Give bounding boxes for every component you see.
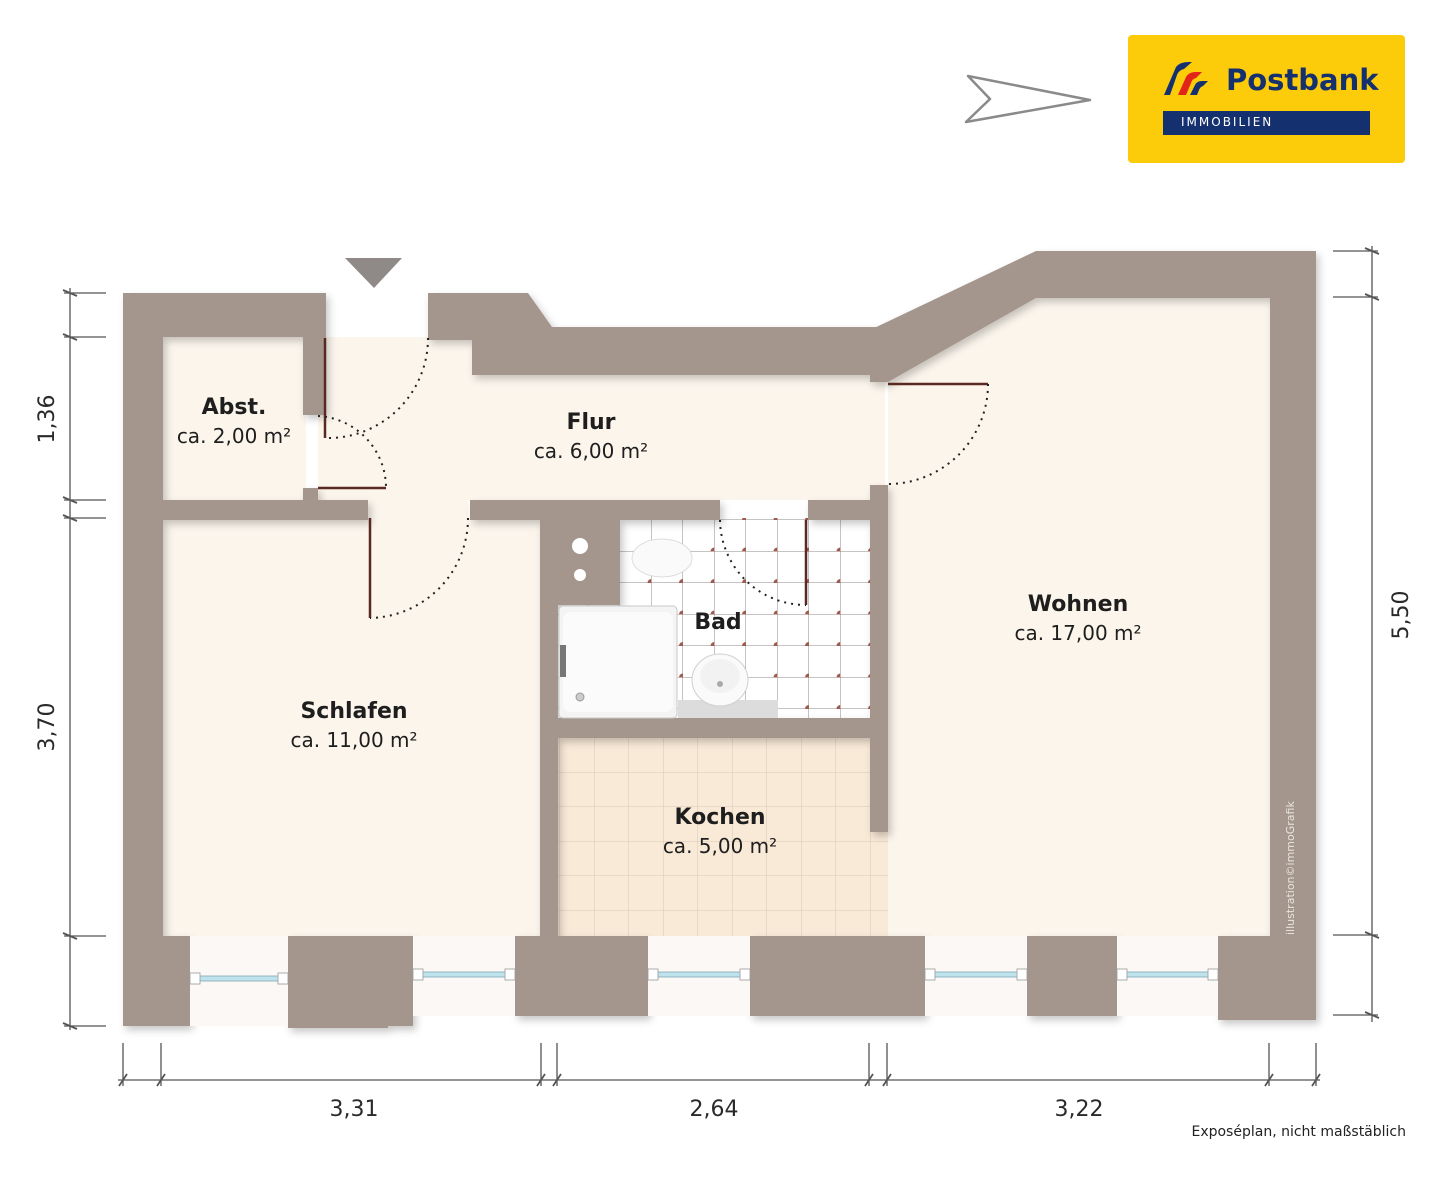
room-name-schlafen: Schlafen [300,699,407,724]
room-area-wohnen: ca. 17,00 m² [1014,621,1141,645]
window-schlafen-2 [412,936,516,1016]
floor-kochen [558,738,888,936]
entrance-triangle-icon [345,258,402,288]
dim-left-1: 1,36 [35,395,60,444]
door-abstellraum [317,415,388,490]
window-kochen [647,936,751,1016]
room-area-abst: ca. 2,00 m² [177,424,291,448]
north-arrow-icon [964,74,1092,124]
window-wohnen-1 [924,936,1028,1016]
room-name-kochen: Kochen [674,805,765,830]
postbank-logo: Postbank IMMOBILIEN [1128,35,1405,163]
vent-icon [574,569,586,581]
room-area-schlafen: ca. 11,00 m² [290,728,417,752]
dim-bottom-1: 3,31 [330,1097,379,1122]
dim-bottom-2: 2,64 [690,1097,739,1122]
room-name-wohnen: Wohnen [1028,592,1129,617]
dimension-lines [62,246,1380,1087]
bath-fixtures [558,538,778,719]
window-schlafen-1 [189,936,289,1026]
room-area-flur: ca. 6,00 m² [534,439,648,463]
room-labels: Abst. ca. 2,00 m² Flur ca. 6,00 m² Bad W… [177,395,1142,858]
doors [317,337,989,619]
window-wohnen-2 [1116,936,1219,1016]
dim-left-2: 3,70 [35,703,60,752]
counter-icon [678,700,778,718]
illustration-credit: illustration©immoGrafik [1284,801,1297,935]
postbank-stripes-icon [1164,62,1208,95]
room-name-abst: Abst. [202,395,267,420]
logo-brand-text: Postbank [1226,63,1379,97]
toilet-icon [631,538,693,578]
door-schlafen [368,517,469,619]
footnote: Exposéplan, nicht maßstäblich [1191,1124,1406,1140]
logo-subtitle-text: IMMOBILIEN [1181,115,1274,129]
room-area-kochen: ca. 5,00 m² [663,834,777,858]
floor-flur [318,337,885,500]
floor-abstellraum [162,337,306,500]
vent-icon [572,538,588,554]
dim-right-1: 5,50 [1389,591,1414,640]
windows [189,936,1219,1026]
floor-wohnen [888,296,1270,936]
door-entrance [323,337,429,440]
door-bad [719,519,808,606]
dim-bottom-3: 3,22 [1055,1097,1104,1122]
room-name-flur: Flur [566,410,615,435]
floor-schlafen [162,518,542,936]
dimension-labels: 3,31 2,64 3,22 1,36 3,70 5,50 [35,395,1414,1122]
door-wohnen [887,382,989,485]
walls [123,251,1316,1028]
room-name-bad: Bad [694,610,741,635]
logo-subtitle-bar: IMMOBILIEN [1163,111,1370,135]
